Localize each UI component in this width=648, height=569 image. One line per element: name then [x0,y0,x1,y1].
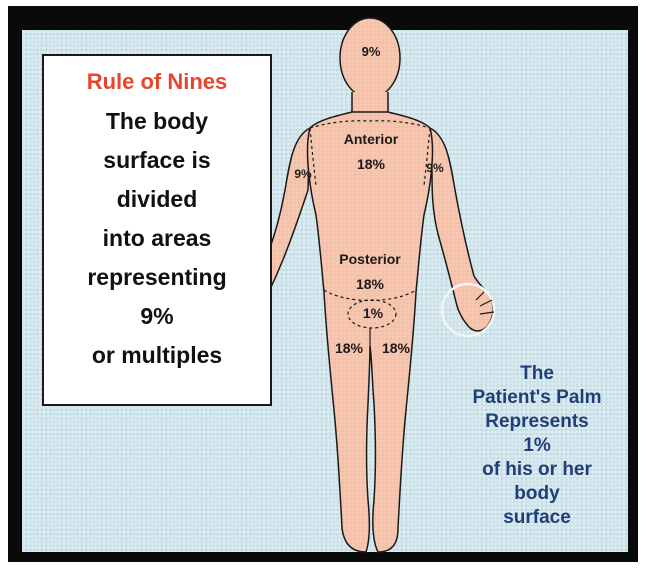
rule-of-nines-box: Rule of Nines The body surface is divide… [42,54,272,406]
right-leg-percent-label: 18% [335,340,364,356]
palm-note-line: surface [452,506,622,530]
rule-text-line: representing [44,258,270,297]
anterior-label: Anterior [344,131,399,147]
rule-text-line: The body [44,102,270,141]
groin-percent-label: 1% [363,305,384,321]
right-arm-percent-label: 9% [294,167,312,181]
rule-text-line: surface is [44,141,270,180]
palm-note: The Patient's Palm Represents 1% of his … [452,362,622,530]
palm-note-line: body [452,482,622,506]
palm-note-line: Patient's Palm [452,386,622,410]
rule-text-line: divided [44,180,270,219]
rule-text-line: 9% [44,297,270,336]
palm-note-line: of his or her [452,458,622,482]
rule-text-line: or multiples [44,336,270,375]
palm-note-line: Represents [452,410,622,434]
left-leg-percent-label: 18% [382,340,411,356]
rule-text-line: into areas [44,219,270,258]
posterior-label: Posterior [339,251,401,267]
posterior-percent-label: 18% [356,276,385,292]
rule-title: Rule of Nines [44,68,270,96]
anterior-percent-label: 18% [357,156,386,172]
palm-note-line: 1% [452,434,622,458]
neck-shape [352,92,388,114]
left-arm-shape [430,128,493,331]
head-percent-label: 9% [362,44,381,59]
left-arm-percent-label: 9% [426,161,444,175]
palm-note-line: The [452,362,622,386]
